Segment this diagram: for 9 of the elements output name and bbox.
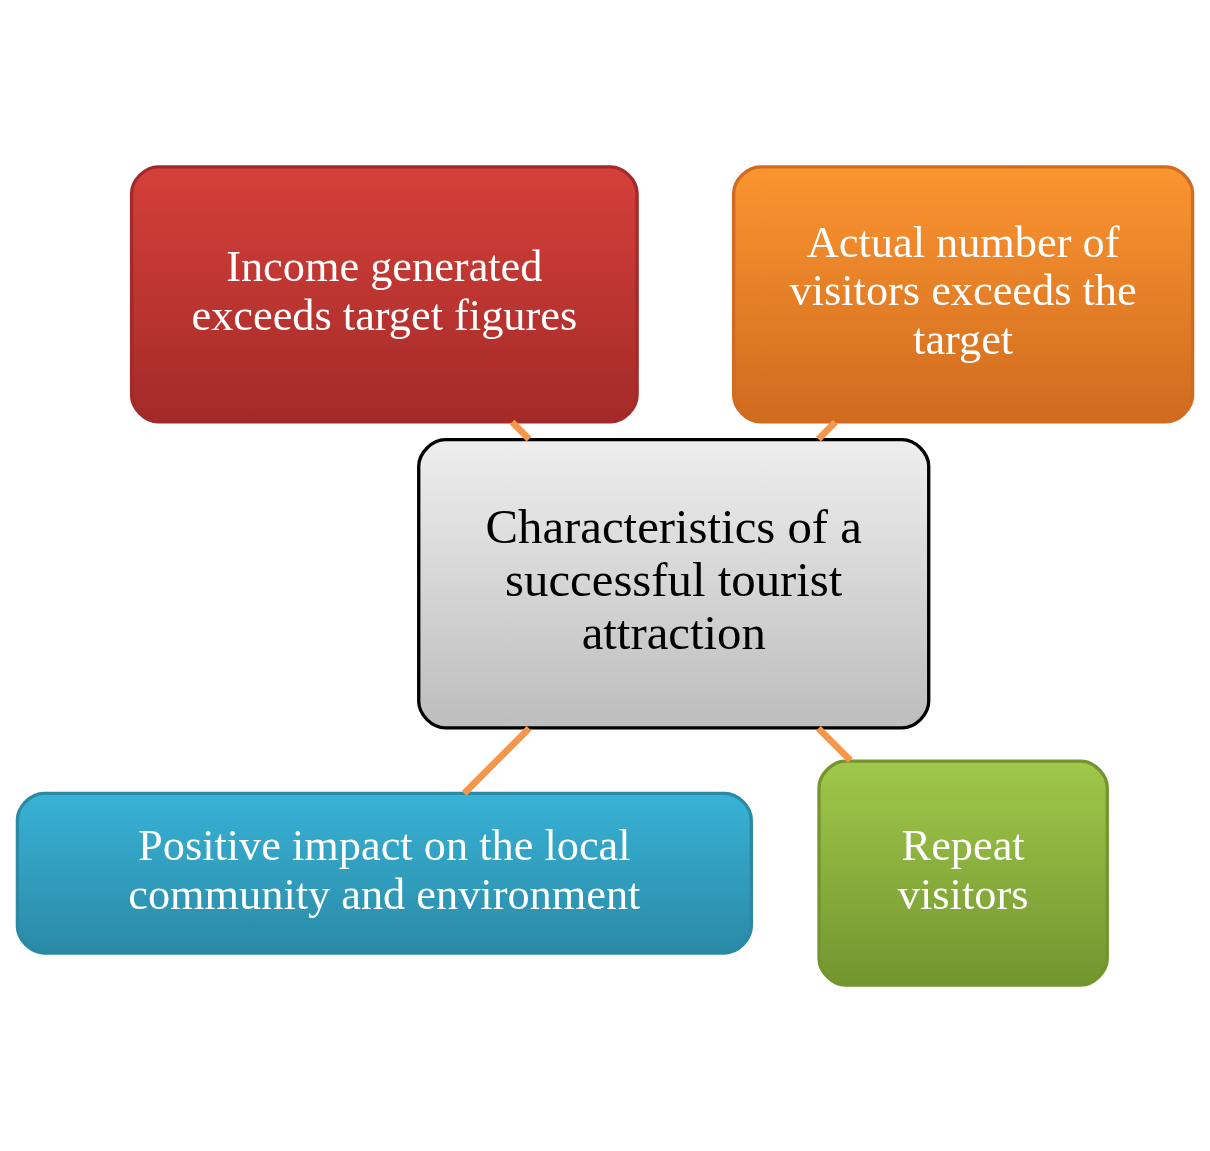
node-box: Repeat visitors <box>817 759 1109 987</box>
connector <box>816 725 853 763</box>
node-box: Income generated exceeds target figures <box>129 164 639 424</box>
connector <box>509 419 532 441</box>
node-box: Positive impact on the local community and environment <box>15 791 753 955</box>
connector <box>461 725 532 796</box>
node-box: Actual number of visitors exceeds the target <box>731 164 1195 424</box>
connector <box>816 419 838 441</box>
node-box: Characteristics of a successful tourist attraction <box>417 437 931 730</box>
